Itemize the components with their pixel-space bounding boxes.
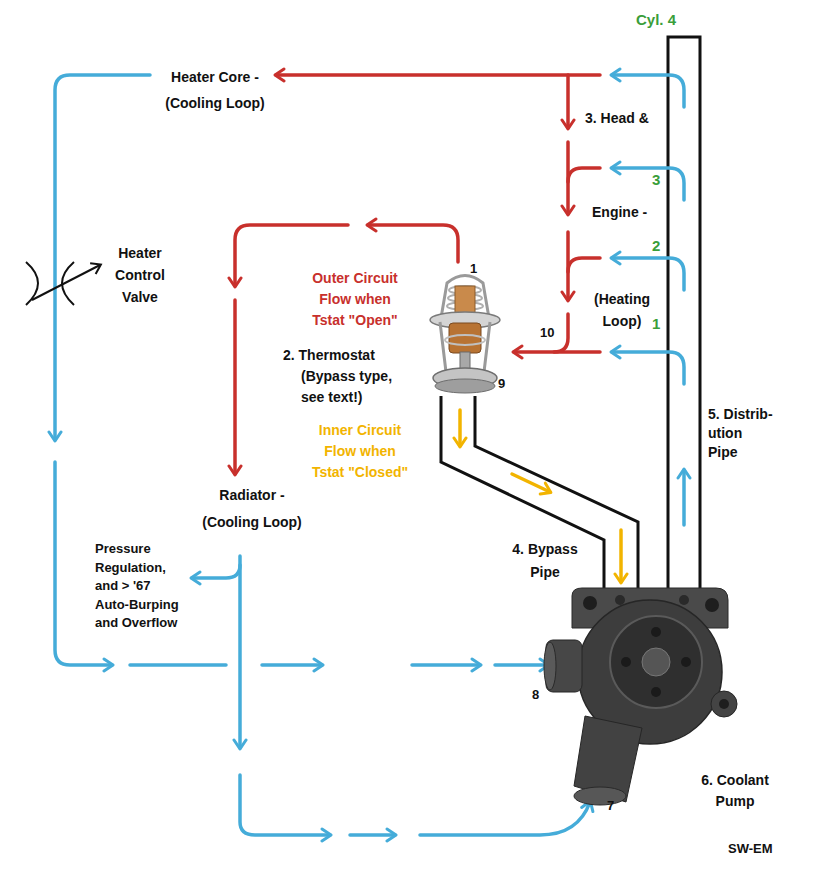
pump-outlet: [574, 787, 626, 805]
pump-shaft: [642, 648, 670, 676]
cylinder-number: 3: [652, 170, 660, 190]
flow-line: [568, 258, 600, 272]
bolt-hole: [705, 598, 719, 612]
flow-arrow: [238, 556, 242, 748]
flow-arrow: [420, 802, 590, 835]
flow-arrow: [276, 73, 600, 77]
flow-arrow: [619, 530, 623, 582]
bypass-pipe: [475, 396, 638, 594]
flow-arrow: [612, 258, 684, 290]
flow-arrow: [512, 474, 550, 492]
part-label: 2. Thermostat (Bypass type, see text!): [283, 345, 397, 408]
flow-arrow: [682, 470, 686, 525]
part-label: Heater Core - (Cooling Loop): [155, 64, 275, 116]
flow-arrow: [412, 663, 480, 667]
thermostat-illustration: [430, 276, 500, 394]
valve-symbol: [26, 262, 100, 305]
part-label: 4. Bypass Pipe: [505, 538, 585, 584]
author-mark: SW-EM: [728, 840, 773, 858]
pump-hub: [610, 616, 702, 708]
callout-number: 9: [498, 375, 505, 393]
flow-line: [568, 168, 600, 182]
part-label: 6. Coolant Pump: [690, 770, 780, 812]
flow-arrow: [368, 225, 458, 262]
wax-cup: [449, 323, 481, 353]
bolt-hole: [719, 699, 729, 709]
part-label: Heater Control Valve: [109, 242, 171, 308]
part-label: 3. Head &: [585, 108, 649, 128]
flow-arrow: [233, 300, 237, 474]
pump-ear: [711, 691, 737, 717]
flow-note: Inner Circuit Flow when Tstat "Closed": [308, 420, 412, 483]
cool-flow: [55, 75, 684, 835]
flow-arrow: [350, 833, 395, 837]
callout-number: 8: [532, 686, 539, 704]
cylinder-number: Cyl. 4: [636, 10, 676, 30]
flow-note: Outer Circuit Flow when Tstat "Open": [305, 268, 405, 331]
bolt-hole: [651, 687, 661, 697]
flow-arrow: [612, 168, 684, 200]
flow-line: [554, 314, 568, 352]
flow-arrow: [566, 75, 570, 128]
pump-inlet: [544, 642, 556, 690]
bolt-hole: [651, 627, 661, 637]
distribution-pipe: [668, 37, 700, 592]
flow-arrow: [192, 565, 240, 578]
bolt-hole: [621, 657, 631, 667]
flow-arrow: [458, 410, 462, 446]
callout-number: 1: [470, 260, 477, 278]
bolt-hole: [615, 595, 625, 605]
part-label: Engine -: [592, 202, 647, 222]
part-label: 5. Distrib- ution Pipe: [708, 405, 774, 462]
part-label: (Heating Loop): [586, 288, 658, 332]
flow-arrow: [262, 663, 322, 667]
flow-arrow: [612, 352, 684, 384]
hot-flow: [235, 75, 600, 474]
spring-coil: [445, 335, 485, 345]
cylinder-number: 2: [652, 236, 660, 256]
part-label: Radiator - (Cooling Loop): [197, 482, 307, 536]
valve-arrow: [32, 265, 100, 300]
flow-arrow: [612, 75, 684, 107]
bolt-hole: [583, 596, 597, 610]
callout-number: 10: [540, 324, 554, 342]
flow-arrow: [495, 663, 548, 667]
flow-arrow: [514, 350, 600, 354]
callout-number: 7: [607, 797, 614, 815]
note-text: Pressure Regulation, and > '67 Auto-Burp…: [95, 540, 187, 633]
bypass-disc: [435, 379, 495, 393]
flow-line: [130, 663, 226, 667]
flow-arrow: [240, 775, 330, 835]
bolt-hole: [681, 657, 691, 667]
bolt-hole: [679, 595, 689, 605]
cylinder-number: 1: [652, 314, 660, 334]
